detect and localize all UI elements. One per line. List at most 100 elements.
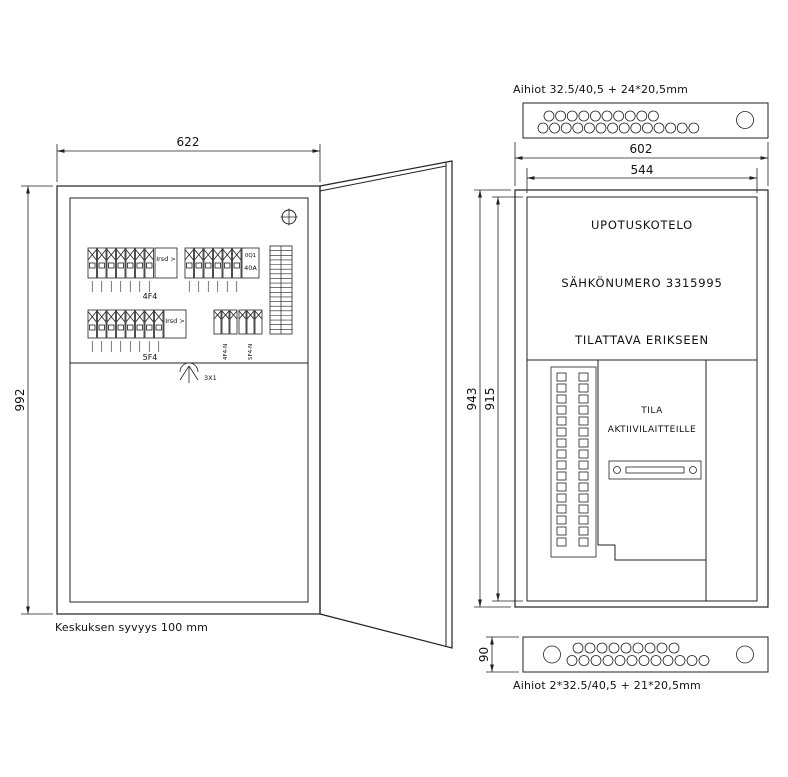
knockout-hole	[686, 655, 698, 666]
knockout-hole	[602, 655, 614, 666]
breaker-row1-right-group	[184, 247, 242, 292]
dim-height-90: 90	[477, 636, 519, 673]
terminal-module	[221, 309, 230, 335]
bottom-strip-holes-row2	[566, 655, 710, 666]
breaker-module	[125, 247, 135, 279]
knockout-hole	[668, 642, 680, 654]
rcbo-row1-label: Irsd >	[156, 255, 176, 263]
terminal-square	[556, 537, 567, 547]
breaker-x-mark	[106, 311, 116, 323]
breaker-x-mark	[87, 311, 97, 323]
breaker-toggle	[117, 262, 124, 269]
knockout-hole	[584, 122, 595, 134]
note-sahkonumero: SÄHKÖNUMERO 3315995	[561, 274, 722, 290]
terminal-square	[578, 449, 589, 459]
terminal-square	[556, 383, 567, 393]
terminal-module	[254, 309, 263, 335]
breaker-x-mark	[116, 249, 126, 261]
breaker-module	[213, 247, 223, 279]
breaker-module	[125, 309, 135, 339]
knockout-hole	[614, 655, 626, 666]
bottom-knockout-strip	[522, 636, 769, 673]
depth-note: Keskuksen syvyys 100 mm	[55, 621, 208, 634]
breaker-row1-left-group	[87, 247, 154, 292]
breaker-x-mark	[135, 249, 145, 261]
lamp-ray	[179, 365, 190, 381]
breaker-toggle	[89, 262, 96, 269]
dim-width-602: 602	[514, 142, 769, 186]
knockout-hole	[596, 642, 608, 654]
main-breaker	[241, 247, 260, 279]
breaker-toggle	[195, 262, 202, 269]
breaker-toggle	[146, 324, 153, 331]
breaker-x-mark	[97, 249, 107, 261]
terminal-square	[556, 438, 567, 448]
top-strip-holes-row2	[537, 122, 700, 134]
knockout-hole	[607, 122, 618, 134]
breaker-module	[154, 309, 164, 339]
rail-screw	[689, 466, 697, 474]
breaker-module	[222, 247, 232, 279]
breaker-x-mark	[154, 311, 164, 323]
dim-width-value: 622	[177, 135, 200, 149]
knockout-hole	[636, 110, 648, 122]
knockout-hole	[648, 110, 659, 122]
breaker-toggle	[89, 324, 96, 331]
knockout-hole	[566, 655, 578, 666]
dim-943-value: 943	[465, 388, 479, 411]
dim-height-943: 943	[465, 189, 511, 608]
breaker-x-mark	[125, 311, 135, 323]
top-strip-label: Aihiot 32.5/40,5 + 24*20,5mm	[513, 83, 688, 96]
breaker-toggle	[98, 324, 105, 331]
large-knockout-hole	[543, 645, 561, 664]
rail-screw	[613, 466, 621, 474]
lamp-arc	[179, 362, 199, 373]
terminal-square	[556, 449, 567, 459]
breaker-x-mark	[116, 311, 126, 323]
knockout-hole	[590, 655, 602, 666]
breaker-x-mark	[222, 249, 232, 261]
breaker-module	[97, 247, 107, 279]
terminal-square	[556, 394, 567, 404]
terminal-square	[578, 416, 589, 426]
lamp-ray	[188, 365, 199, 381]
rcbo-row1	[154, 247, 178, 279]
terminal-square	[578, 493, 589, 503]
knockout-hole	[638, 655, 650, 666]
breaker-toggle	[127, 262, 134, 269]
knockout-hole	[632, 642, 644, 654]
rail-slot	[625, 466, 685, 474]
terminal-square	[578, 438, 589, 448]
rcbo-row2-label: Irsd >	[165, 317, 185, 325]
dim-544-value: 544	[631, 163, 654, 177]
left-view: 622 992 Irsd > 4F4	[13, 135, 453, 649]
knockout-hole	[656, 642, 668, 654]
terminal-square	[578, 537, 589, 547]
breaker-x-mark	[213, 249, 223, 261]
neutral-label-1: 4F4-N	[223, 344, 229, 360]
knockout-hole	[590, 110, 601, 122]
main-breaker-id: 0Q1	[245, 253, 256, 259]
breaker-x-mark	[125, 249, 135, 261]
breaker-toggle	[224, 262, 231, 269]
breaker-toggle	[146, 262, 153, 269]
rcbo-row2	[163, 309, 187, 339]
breaker-toggle	[136, 262, 143, 269]
terminal-x-mark	[229, 310, 238, 320]
terminal-strip-squares	[556, 372, 589, 547]
breaker-x-mark	[203, 249, 213, 261]
breaker-module	[106, 247, 116, 279]
top-knockout-strip	[522, 102, 769, 139]
note-tilattava: TILATTAVA ERIKSEEN	[574, 333, 709, 347]
breaker-module	[194, 247, 204, 279]
neutral-terminal-cluster-1	[213, 309, 238, 335]
breaker-toggle	[136, 324, 143, 331]
group2-label: 5F4	[143, 353, 158, 362]
space-label-1: TILA	[640, 406, 663, 416]
main-breaker-rating: 40A	[244, 264, 257, 272]
breaker-toggle	[186, 262, 193, 269]
top-strip-outline	[522, 102, 769, 139]
lamp-symbol	[179, 362, 199, 383]
